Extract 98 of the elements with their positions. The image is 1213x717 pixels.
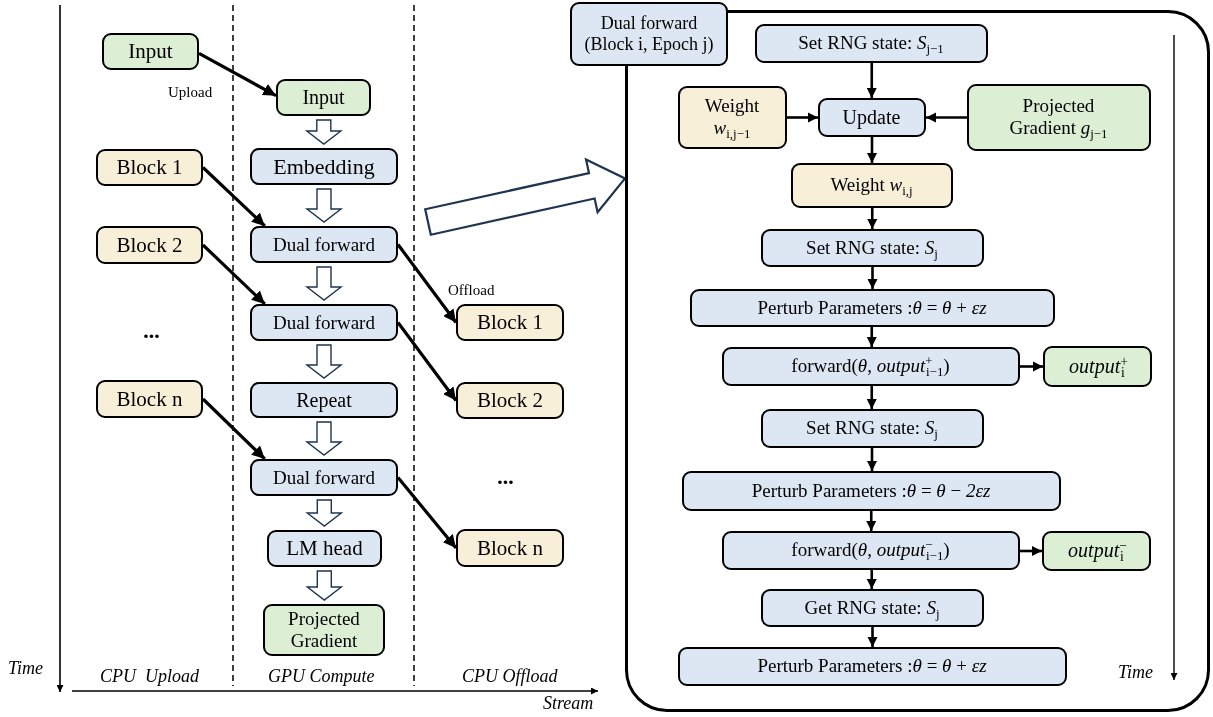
box-text: Input	[128, 39, 173, 64]
box-text: Repeat	[296, 388, 352, 412]
process-box	[721, 530, 1020, 570]
process-box	[456, 304, 564, 341]
box-text: Block 2	[116, 232, 183, 258]
arrow	[866, 448, 878, 471]
block-arrow	[304, 119, 343, 145]
box-text: forward(θ, output$^{+}$$_{i−1}$)	[791, 355, 950, 377]
process-box	[102, 33, 199, 70]
box-text: forward(θ, output$^{−}$$_{i−1}$)	[791, 539, 950, 561]
box-text: Set RNG state: S$_{j}$	[806, 417, 938, 439]
process-box	[276, 79, 371, 116]
arrow	[866, 570, 877, 589]
arrow	[201, 166, 266, 228]
arrow	[201, 243, 266, 306]
column-label: CPU Offload	[462, 666, 558, 687]
arrow	[866, 137, 878, 163]
process-box	[250, 226, 398, 263]
arrow	[866, 386, 877, 409]
block-arrow	[423, 157, 627, 236]
arrow	[866, 327, 877, 347]
box-text: Dual forward (Block i, Epoch j)	[583, 13, 715, 55]
box-text: Perturb Parameters :θ = θ + εz	[757, 655, 987, 677]
arrow	[396, 321, 458, 402]
process-box	[790, 162, 953, 208]
process-box	[721, 346, 1020, 386]
axis-label: Stream	[543, 693, 594, 714]
arrow	[867, 627, 878, 647]
process-box	[96, 226, 203, 264]
arrow	[198, 51, 277, 98]
process-box	[689, 288, 1055, 327]
arrow	[866, 511, 877, 531]
process-box	[250, 382, 398, 418]
box-text: Input	[302, 86, 345, 109]
box-text: Dual forward	[273, 466, 375, 489]
edge-label: Upload	[166, 84, 215, 101]
axis-label: Time	[1118, 662, 1153, 683]
block-arrow	[305, 570, 344, 601]
process-box	[456, 529, 564, 567]
box-text: Get RNG state: S$_{j}$	[804, 596, 940, 619]
arrow	[1020, 545, 1042, 557]
box-text: Perturb Parameters :θ = θ + εz	[757, 296, 987, 319]
process-box	[570, 2, 728, 66]
process-box	[760, 228, 984, 267]
process-box	[677, 85, 787, 149]
box-text: Block 2	[477, 388, 543, 413]
arrow	[1020, 361, 1043, 372]
arrow	[867, 267, 878, 289]
box-text: Dual forward	[273, 311, 375, 334]
box-text: Block 1	[116, 155, 183, 180]
axis-label: Time	[8, 658, 43, 679]
box-text: LM head	[286, 536, 363, 561]
box-text: Update	[842, 105, 901, 129]
block-arrow	[305, 499, 344, 527]
process-box	[817, 97, 926, 137]
process-box	[250, 459, 398, 496]
process-box	[267, 530, 382, 567]
arrow	[787, 112, 818, 123]
process-box	[250, 148, 398, 185]
process-box	[754, 23, 988, 63]
ellipsis-text: ...	[144, 318, 161, 344]
box-text: Set RNG state: S$_{j}$	[806, 236, 938, 259]
arrow	[866, 63, 877, 98]
process-box	[677, 646, 1067, 686]
process-box	[96, 149, 203, 186]
box-text: Set RNG state: S$_{j−1}$	[798, 32, 944, 54]
block-arrow	[304, 344, 344, 379]
arrow	[201, 397, 266, 461]
column-label: GPU Compute	[268, 666, 375, 687]
process-box	[96, 380, 203, 418]
block-arrow	[304, 188, 344, 223]
process-box	[760, 588, 984, 627]
box-text: Weight w$_{i,j}$	[830, 174, 913, 196]
process-box	[1041, 530, 1151, 571]
box-text: Block 1	[477, 310, 543, 335]
process-box	[1042, 345, 1152, 387]
box-text: Projected Gradient g$_{j−1}$	[1008, 95, 1109, 139]
process-box	[456, 382, 564, 419]
process-box	[681, 470, 1061, 511]
box-text: Block n	[477, 535, 543, 561]
box-text: Weight w$_{i,j−1}$	[703, 95, 761, 139]
block-arrow	[304, 421, 344, 456]
block-arrow	[304, 266, 344, 301]
arrow	[396, 243, 458, 324]
box-text: Embedding	[273, 153, 375, 180]
box-text: Block n	[116, 386, 183, 412]
ellipsis-text: ...	[498, 464, 515, 490]
box-text: Projected Gradient	[287, 608, 361, 652]
arrow	[867, 208, 878, 229]
box-text: Dual forward	[273, 233, 375, 256]
arrow	[396, 476, 458, 549]
box-text: Perturb Parameters :θ = θ − 2εz	[751, 479, 991, 502]
process-box	[760, 408, 984, 448]
process-box	[966, 83, 1151, 151]
arrow	[926, 112, 967, 123]
process-box	[263, 604, 385, 656]
process-box	[250, 304, 398, 341]
column-label: CPU Upload	[100, 666, 199, 687]
